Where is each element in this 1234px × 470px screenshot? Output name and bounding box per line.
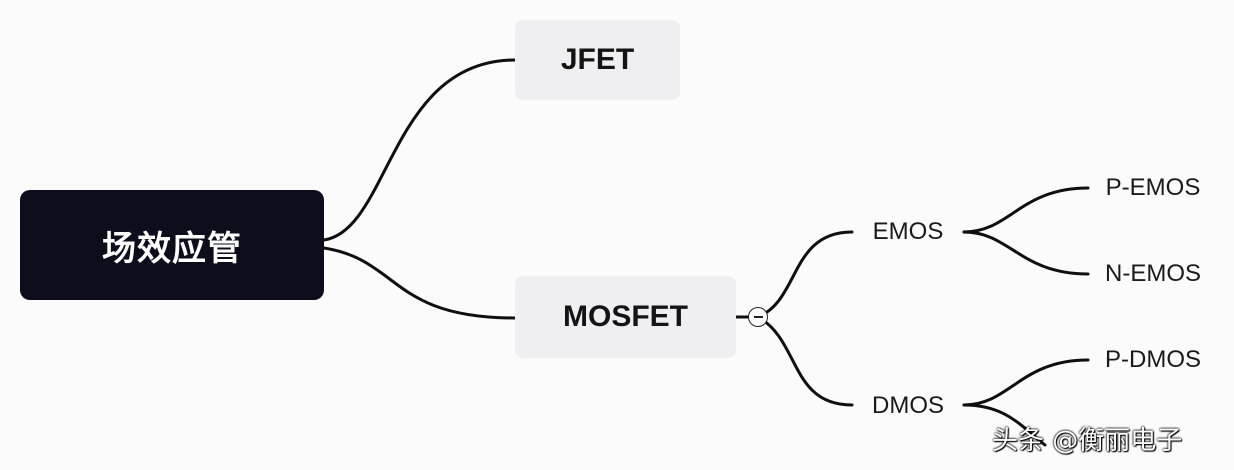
emos-label: EMOS [872, 218, 944, 245]
minus-glyph [753, 316, 763, 318]
minus-circle-icon[interactable] [748, 307, 768, 327]
edge-root-mosfet [322, 246, 517, 320]
p-emos-node[interactable]: P-EMOS [1088, 170, 1218, 206]
n-emos-node[interactable]: N-EMOS [1088, 256, 1218, 292]
edge-dmos-hidden [962, 403, 1047, 447]
edge-mosfet-dmos [756, 315, 854, 407]
jfet-label: JFET [560, 43, 635, 76]
mosfet-node[interactable]: MOSFET [515, 276, 736, 358]
p-dmos-label: P-DMOS [1105, 346, 1201, 373]
root-label: 场效应管 [102, 228, 242, 269]
edge-dmos-pdmos [962, 358, 1090, 407]
edge-emos-nemos [962, 230, 1090, 276]
mosfet-label: MOSFET [563, 300, 688, 333]
p-dmos-node[interactable]: P-DMOS [1088, 342, 1218, 378]
dmos-node[interactable]: DMOS [852, 388, 964, 424]
edge-emos-pemos [962, 186, 1090, 234]
watermark: 头条 @衡丽电子 [992, 426, 1183, 456]
edge-root-jfet [322, 58, 517, 242]
p-emos-label: P-EMOS [1105, 174, 1201, 201]
edge-mosfet-emos [756, 230, 854, 319]
dmos-label: DMOS [872, 392, 944, 419]
root-node[interactable]: 场效应管 [20, 190, 324, 300]
n-emos-label: N-EMOS [1105, 260, 1201, 287]
emos-node[interactable]: EMOS [852, 214, 964, 250]
jfet-node[interactable]: JFET [515, 20, 680, 100]
